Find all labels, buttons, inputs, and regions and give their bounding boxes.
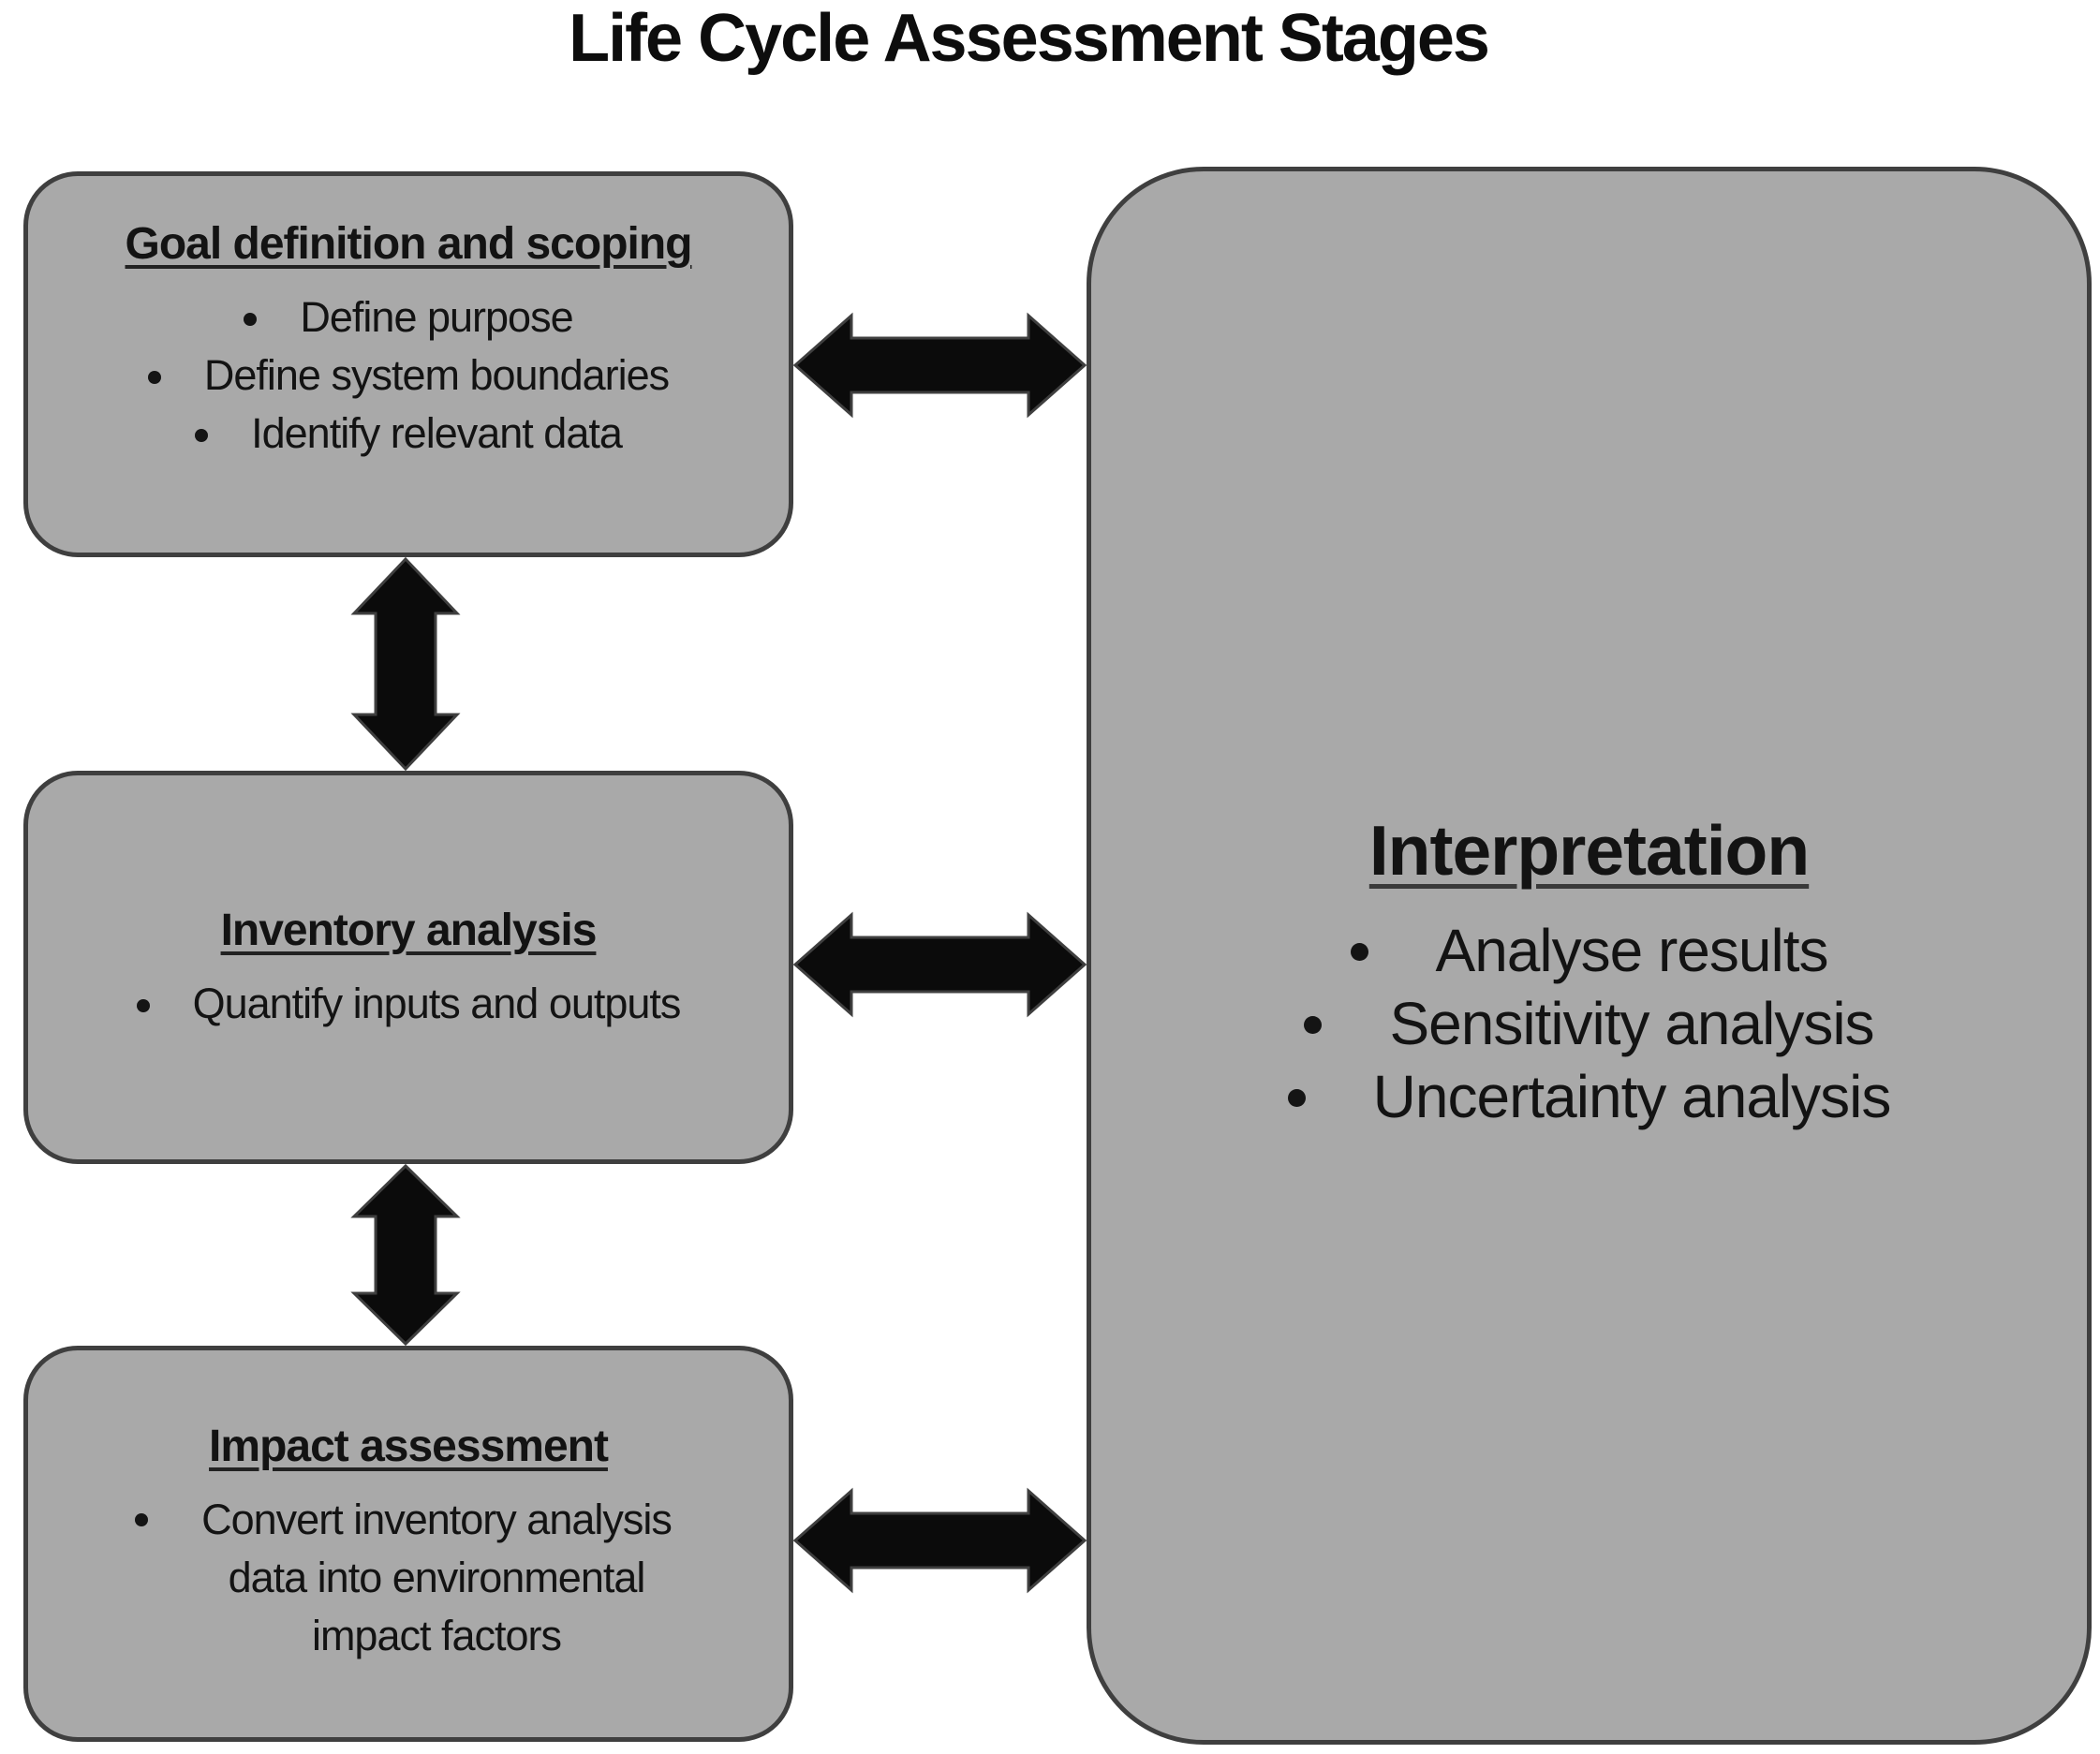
bullet-item: Convert inventory analysis data into env… [28, 1491, 789, 1665]
bullet-text: Uncertainty analysis [1372, 1062, 1892, 1130]
bullet-item: Quantify inputs and outputs [28, 975, 789, 1033]
stage-box-inventory-analysis: Inventory analysis Quantify inputs and o… [23, 771, 793, 1164]
bullet-text: Define system boundaries [203, 351, 670, 399]
bullet-text: Convert inventory analysis data into env… [201, 1496, 673, 1659]
stage-heading-impact-assessment: Impact assessment [209, 1422, 609, 1471]
double-arrow-inventory-impact-icon [348, 1164, 464, 1346]
bullet-text: Define purpose [300, 293, 573, 341]
double-arrow-impact-interpretation-icon [793, 1485, 1087, 1596]
bullet-item: Define purpose [28, 288, 789, 346]
bullet-text: Identify relevant data [251, 409, 623, 457]
stage-box-impact-assessment: Impact assessment Convert inventory anal… [23, 1346, 793, 1742]
stage-heading-interpretation: Interpretation [1368, 810, 1810, 890]
bullet-icon [134, 1513, 148, 1526]
diagram-title: Life Cycle Assessment Stages [569, 1, 1490, 76]
bullet-item: Define system boundaries [28, 346, 789, 405]
bullet-item: Analyse results [1350, 914, 1829, 987]
stage-box-goal-definition: Goal definition and scoping Define purpo… [23, 171, 793, 557]
bullet-icon [244, 313, 258, 326]
stage-heading-inventory-analysis: Inventory analysis [220, 906, 598, 955]
double-arrow-goal-inventory-icon [348, 557, 464, 771]
bullet-icon [195, 429, 209, 442]
bullet-item: Sensitivity analysis [1304, 987, 1875, 1060]
bullet-icon [1350, 943, 1368, 961]
double-arrow-inventory-interpretation-icon [793, 909, 1087, 1020]
bullet-text: Quantify inputs and outputs [192, 980, 682, 1027]
bullet-icon [136, 999, 150, 1012]
bullet-text: Sensitivity analysis [1389, 989, 1874, 1057]
double-arrow-goal-interpretation-icon [793, 310, 1087, 420]
bullet-icon [1304, 1016, 1323, 1034]
bullet-icon [147, 371, 161, 384]
stage-heading-goal-definition: Goal definition and scoping [125, 219, 693, 269]
stage-box-interpretation: Interpretation Analyse results Sensitivi… [1087, 167, 2092, 1745]
bullet-text: Analyse results [1435, 916, 1829, 984]
bullet-item: Identify relevant data [28, 405, 789, 463]
bullet-icon [1287, 1089, 1306, 1107]
bullet-item: Uncertainty analysis [1287, 1060, 1892, 1133]
